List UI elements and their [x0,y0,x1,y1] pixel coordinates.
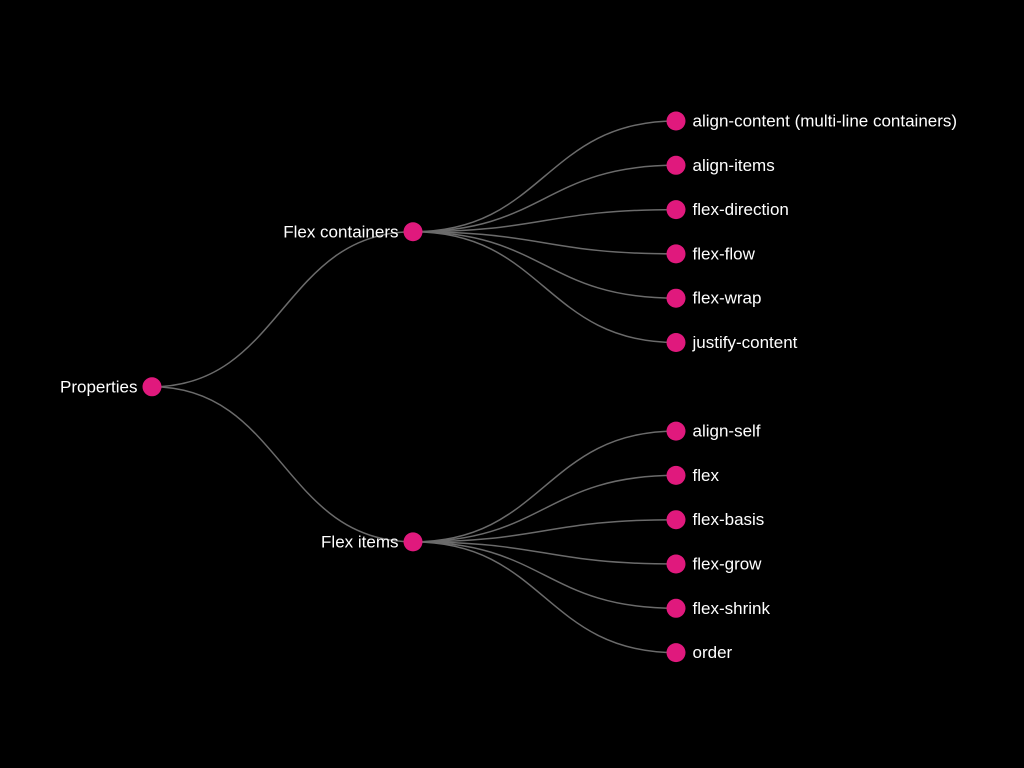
node-flex-flow[interactable]: flex-flow [666,244,756,264]
node-flex-direction[interactable]: flex-direction [666,200,789,220]
node-dot[interactable] [142,377,162,397]
edge-flex-items-to-flex [412,474,677,543]
edge-flex-containers-to-align-content-multi-line-containers [412,120,677,233]
node-flex-wrap[interactable]: flex-wrap [666,288,762,308]
node-dot[interactable] [666,421,686,441]
node-flex-containers[interactable]: Flex containers [283,222,423,242]
edge-flex-containers-to-flex-flow [412,231,677,255]
node-dot[interactable] [403,532,423,552]
node-dot[interactable] [666,465,686,485]
node-label: justify-content [692,333,798,352]
node-label: flex [693,466,720,485]
node-label: flex-grow [693,555,763,574]
node-label: order [693,643,733,662]
node-dot[interactable] [666,333,686,352]
node-dot[interactable] [403,222,423,242]
edge-flex-items-to-flex-basis [412,518,677,543]
edge-flex-items-to-flex-shrink [412,541,677,610]
node-label: align-self [693,422,761,441]
node-label: Flex containers [283,222,398,241]
node-dot[interactable] [666,200,686,220]
node-dot[interactable] [666,554,686,574]
node-dot[interactable] [666,288,686,308]
edge-properties-to-flex-items [151,386,414,543]
node-label: flex-wrap [693,289,762,308]
node-dot[interactable] [666,598,686,618]
node-label: flex-basis [693,510,765,529]
node-flex[interactable]: flex [666,465,720,485]
node-label: Properties [60,377,137,396]
node-label: Flex items [321,532,398,551]
edge-flex-containers-to-justify-content [412,231,677,344]
edge-properties-to-flex-containers [151,231,414,388]
node-flex-basis[interactable]: flex-basis [666,510,765,530]
node-dot[interactable] [666,111,686,131]
edge-flex-items-to-order [412,541,677,654]
edge-layer [151,120,677,654]
edge-flex-containers-to-align-items [412,164,677,233]
node-flex-grow[interactable]: flex-grow [666,554,763,574]
node-dot[interactable] [666,155,686,175]
node-dot[interactable] [666,643,686,663]
node-dot[interactable] [666,510,686,530]
node-align-items[interactable]: align-items [666,155,775,175]
node-dot[interactable] [666,244,686,264]
node-label: flex-flow [693,244,756,263]
node-align-content-multi-line-containers[interactable]: align-content (multi-line containers) [666,111,958,131]
node-label: align-items [693,156,775,175]
edge-flex-items-to-align-self [412,430,677,543]
node-align-self[interactable]: align-self [666,421,761,441]
node-flex-shrink[interactable]: flex-shrink [666,598,771,618]
node-layer: Properties Flex containers align-content (… [60,111,958,663]
node-flex-items[interactable]: Flex items [321,532,423,552]
node-justify-content[interactable]: justify-content [666,333,798,352]
node-label: flex-direction [693,200,789,219]
node-label: align-content (multi-line containers) [693,112,958,131]
node-label: flex-shrink [693,599,771,618]
node-properties[interactable]: Properties [60,377,162,397]
edge-flex-items-to-flex-grow [412,541,677,565]
node-order[interactable]: order [666,643,733,663]
edge-flex-containers-to-flex-wrap [412,231,677,299]
edge-flex-containers-to-flex-direction [412,208,677,233]
